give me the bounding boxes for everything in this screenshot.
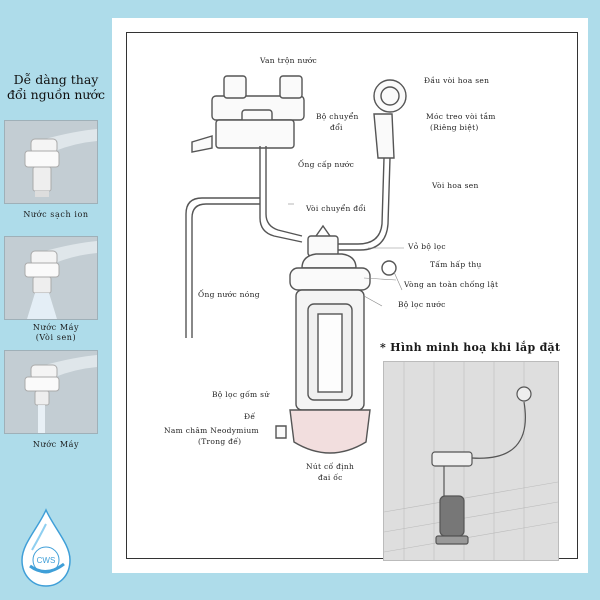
filter-cap	[301, 253, 357, 269]
label-safety-ring: Vòng an toàn chống lật	[404, 280, 499, 289]
installation-inset	[383, 361, 559, 561]
sidebar-title: Dễ dàng thay đổi nguồn nước	[2, 72, 110, 102]
supply-pipe	[259, 146, 303, 243]
sidebar-title-line2: đổi nguồn nước	[6, 87, 106, 102]
filter-top	[289, 267, 371, 291]
shower-hose	[338, 157, 385, 245]
installed-filter-illustration	[384, 362, 558, 560]
mode-caption-ion: Nước sạch ion	[0, 210, 112, 220]
diagram-panel: Van trộn nước Đầu vòi hoa sen Móc treo v…	[112, 18, 588, 573]
mode-photo-tap	[4, 350, 98, 434]
switch-tap-top	[315, 224, 331, 237]
switch-tap-fitting	[307, 235, 339, 257]
valve-lower-block	[215, 119, 295, 149]
label-filter-housing: Vỏ bộ lọc	[408, 242, 446, 251]
label-shower-hook-2: (Riêng biệt)	[430, 123, 479, 132]
valve-handle-left	[223, 75, 247, 99]
sidebar-title-line1: Dễ dàng thay	[13, 72, 99, 87]
inset-title: * Hình minh hoạ khi lắp đặt	[380, 341, 561, 354]
cws-logo: CWS	[16, 506, 76, 588]
filter-base	[289, 409, 371, 454]
safety-ring	[381, 260, 397, 276]
filter-base-foot	[275, 425, 287, 439]
hot-water-pipe	[185, 197, 260, 338]
mode-caption-shower-line2: (Vòi sen)	[35, 333, 77, 342]
label-switch-line2: đổi	[330, 123, 343, 132]
water-drop-logo-icon: CWS	[21, 508, 71, 587]
label-lock-nut-line1: Nút cố định	[306, 462, 355, 471]
filter-installation-diagram	[185, 75, 407, 454]
label-shower-hose: Vòi hoa sen	[432, 181, 479, 190]
hot-water-pipe-inner	[191, 203, 260, 338]
ceramic-core	[317, 313, 343, 393]
shower-head	[373, 79, 407, 113]
logo-text: CWS	[37, 556, 56, 565]
valve-handle-right	[279, 75, 303, 99]
mode-caption-tap-line1: Nước Máy	[32, 440, 80, 449]
label-showerhead: Đầu vòi hoa sen	[424, 76, 490, 85]
label-filter-unit: Bộ lọc nước	[398, 300, 446, 309]
valve-spout	[191, 135, 213, 153]
label-ceramic-filter: Bộ lọc gốm sứ	[212, 390, 270, 399]
supply-pipe-inner	[265, 146, 303, 237]
sidebar: Dễ dàng thay đổi nguồn nước Nước sạch io…	[0, 0, 112, 600]
label-magnet-line1: Nam châm Neodymium	[164, 426, 259, 435]
diagram-frame	[126, 32, 578, 559]
label-mixing-valve: Van trộn nước	[260, 56, 318, 65]
label-lock-nut-line2: đai ốc	[318, 473, 343, 482]
mode-caption-tap: Nước Máy	[0, 440, 112, 450]
shower-hose-inner	[338, 157, 391, 251]
mode-photo-ion	[4, 120, 98, 204]
mode-caption-shower: Nước Máy (Vòi sen)	[0, 323, 112, 343]
mode-caption-ion-line1: Nước sạch ion	[23, 210, 89, 219]
label-shower-hook-1: Móc treo vòi tắm	[426, 112, 496, 121]
tap-plain-illustration	[5, 351, 97, 433]
label-absorb-plate: Tấm hấp thụ	[430, 260, 482, 269]
tap-ion-illustration	[5, 121, 97, 203]
tap-shower-illustration	[5, 237, 97, 319]
mode-photo-shower	[4, 236, 98, 320]
label-supply-pipe: Ống cấp nước	[298, 160, 355, 169]
label-switch-tap: Vòi chuyển đổi	[306, 204, 366, 213]
mode-caption-shower-line1: Nước Máy	[32, 323, 80, 332]
label-magnet-line2: (Trong đế)	[198, 437, 242, 446]
label-hot-pipe: Ống nước nóng	[198, 290, 260, 299]
label-switch-line1: Bộ chuyển	[316, 112, 359, 121]
shower-handle	[373, 113, 395, 159]
label-base: Đế	[244, 412, 256, 421]
